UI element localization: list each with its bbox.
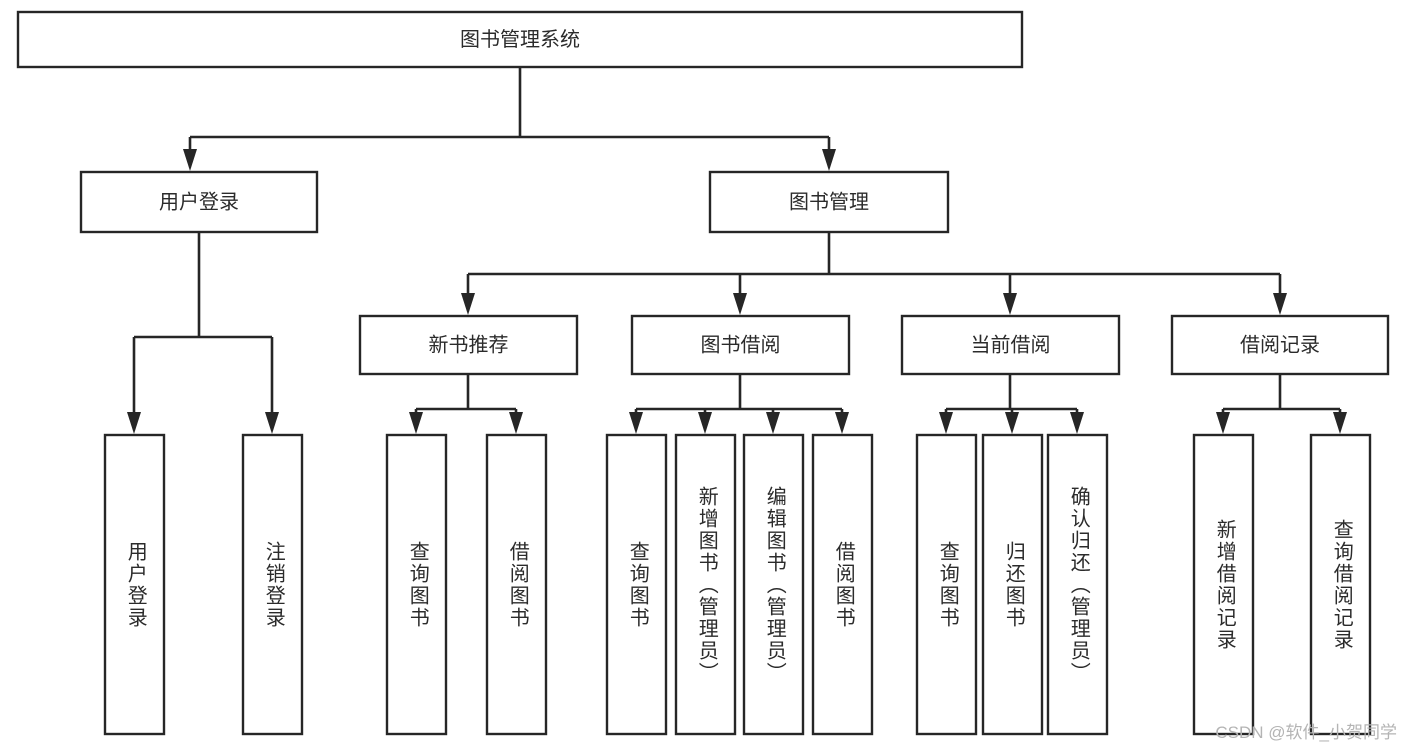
node-box-leaf-6[interactable]	[742, 433, 805, 736]
node-label-level1-1: 图书管理	[789, 190, 869, 213]
node-label-level2-1: 图书借阅	[701, 333, 781, 356]
arrow-head-icon	[1273, 293, 1287, 315]
node-box-leaf-3[interactable]	[485, 433, 548, 736]
arrow-head-icon	[1216, 412, 1230, 434]
connectors-layer	[127, 67, 1347, 434]
node-box-leaf-12[interactable]	[1309, 433, 1372, 736]
arrow-head-icon	[461, 293, 475, 315]
arrow-head-icon	[1003, 293, 1017, 315]
node-box-leaf-1[interactable]	[241, 433, 304, 736]
node-box-level2-2[interactable]	[900, 314, 1121, 376]
node-box-leaf-10[interactable]	[1046, 433, 1109, 736]
node-box-leaf-9[interactable]	[981, 433, 1044, 736]
node-box-root-0[interactable]	[16, 10, 1024, 69]
node-label-level2-0: 新书推荐	[429, 333, 509, 356]
arrow-head-icon	[822, 149, 836, 171]
arrow-head-icon	[698, 412, 712, 434]
node-box-leaf-2[interactable]	[385, 433, 448, 736]
arrow-head-icon	[733, 293, 747, 315]
node-box-leaf-4[interactable]	[605, 433, 668, 736]
arrow-head-icon	[629, 412, 643, 434]
arrow-head-icon	[766, 412, 780, 434]
node-label-level2-3: 借阅记录	[1240, 333, 1320, 356]
arrow-head-icon	[265, 412, 279, 434]
arrow-head-icon	[183, 149, 197, 171]
arrow-head-icon	[939, 412, 953, 434]
arrow-head-icon	[127, 412, 141, 434]
arrow-head-icon	[509, 412, 523, 434]
node-box-leaf-5[interactable]	[674, 433, 737, 736]
node-box-level2-3[interactable]	[1170, 314, 1390, 376]
arrow-head-icon	[1005, 412, 1019, 434]
node-box-leaf-7[interactable]	[811, 433, 874, 736]
arrow-head-icon	[835, 412, 849, 434]
node-box-level1-0[interactable]	[79, 170, 319, 234]
boxes-layer	[16, 10, 1390, 736]
node-label-root-0: 图书管理系统	[460, 28, 580, 51]
csdn-watermark: CSDN @软件_小贺同学	[1215, 723, 1397, 742]
arrow-head-icon	[1333, 412, 1347, 434]
node-label-level1-0: 用户登录	[159, 190, 239, 213]
node-box-leaf-11[interactable]	[1192, 433, 1255, 736]
node-box-level2-0[interactable]	[358, 314, 579, 376]
arrow-head-icon	[1070, 412, 1084, 434]
node-box-level1-1[interactable]	[708, 170, 950, 234]
node-box-leaf-8[interactable]	[915, 433, 978, 736]
node-label-level2-2: 当前借阅	[971, 333, 1051, 356]
node-box-level2-1[interactable]	[630, 314, 851, 376]
arrow-head-icon	[409, 412, 423, 434]
node-box-leaf-0[interactable]	[103, 433, 166, 736]
